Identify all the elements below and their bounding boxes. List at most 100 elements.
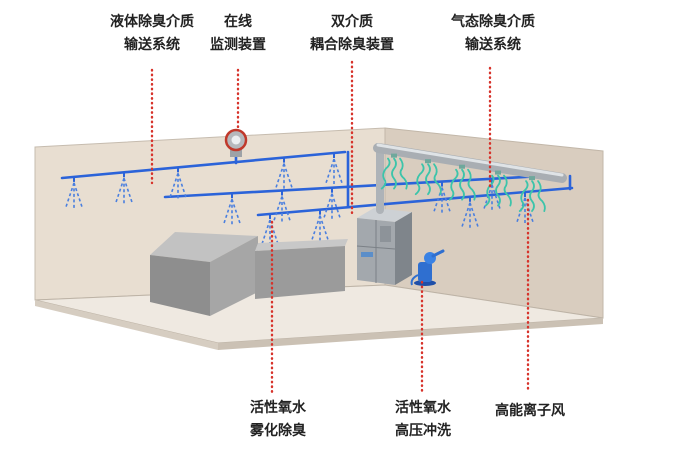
air-outlet: [380, 153, 408, 190]
dual-medium-cabinet: [356, 208, 412, 285]
spray-nozzle: [323, 187, 341, 221]
air-flow-line: [537, 180, 546, 213]
cabinet-display: [361, 252, 373, 257]
air-nozzle: [425, 159, 431, 164]
air-flow-line: [414, 163, 425, 196]
gas-duct: [373, 143, 567, 214]
air-nozzle: [529, 176, 535, 181]
gas-duct-highlight: [376, 143, 564, 177]
label-ion-wind: 高能离子风: [470, 400, 590, 423]
spray-gun: [431, 249, 445, 258]
online-monitor-device: [224, 128, 248, 165]
spray-line: [169, 173, 179, 198]
room: [34, 127, 604, 350]
gauge-face: [231, 135, 241, 145]
spray-nozzle: [115, 172, 133, 206]
label-line: 活性氧水: [250, 400, 306, 416]
air-handling-box: [150, 232, 348, 316]
spray-line: [73, 182, 83, 208]
air-flow-line: [380, 157, 391, 190]
air-flow-line: [399, 157, 408, 190]
spray-nozzles: [65, 153, 534, 247]
air-flow-line: [503, 174, 512, 207]
pump-body: [418, 262, 432, 282]
spray-nozzle: [433, 181, 451, 215]
spray-line: [123, 178, 133, 203]
spray-line: [231, 199, 241, 224]
cabinet-top: [357, 208, 412, 222]
air-flow-line: [448, 168, 459, 201]
label-line: 液体除臭介质: [110, 14, 194, 30]
spray-line: [331, 193, 341, 218]
spray-nozzle: [223, 193, 241, 227]
cabinet-side: [395, 212, 412, 285]
spray-line: [65, 182, 75, 208]
water-pipe-bottom: [256, 186, 574, 217]
spray-line: [273, 196, 283, 221]
spray-nozzle: [461, 196, 479, 230]
box-front: [150, 255, 210, 316]
spray-line: [269, 219, 279, 245]
label-high-pressure-wash: 活性氧水 高压冲洗: [363, 397, 483, 443]
water-pipe-top: [60, 150, 347, 180]
air-flow-line: [433, 163, 442, 196]
air-flow-line: [467, 168, 476, 201]
air-flow-line: [425, 163, 431, 196]
spray-line: [491, 184, 501, 210]
monitor-housing: [230, 148, 242, 157]
label-gas-delivery: 气态除臭介质 输送系统: [433, 11, 553, 57]
label-dual-medium: 双介质 耦合除臭装置: [292, 11, 412, 57]
spray-line: [433, 187, 443, 212]
label-line: 气态除臭介质: [451, 14, 535, 30]
label-online-monitor: 在线 监测装置: [178, 11, 298, 57]
spray-line: [311, 215, 321, 240]
label-line: 在线: [224, 14, 252, 30]
duct-front: [255, 246, 345, 299]
spray-line: [283, 163, 293, 188]
air-flow-line: [495, 174, 501, 207]
spray-line: [261, 219, 271, 245]
air-flow-line: [391, 157, 397, 190]
spray-line: [469, 202, 479, 228]
spray-nozzle: [311, 209, 329, 243]
spray-line: [323, 193, 333, 218]
spray-line: [275, 163, 285, 188]
high-pressure-wash-device: [410, 249, 445, 286]
air-outlet: [484, 170, 512, 207]
spray-line: [333, 158, 343, 184]
label-line: 高压冲洗: [395, 423, 451, 439]
air-flow-line: [459, 168, 465, 201]
duct-top: [255, 239, 348, 251]
label-line: 高能离子风: [495, 403, 565, 419]
spray-nozzle: [275, 157, 293, 191]
spray-line: [441, 187, 451, 212]
spray-line: [177, 173, 187, 198]
ion-air-flows: [380, 153, 546, 213]
air-outlet: [518, 176, 546, 213]
air-nozzle: [459, 164, 465, 169]
spray-line: [115, 178, 125, 203]
air-flow-line: [484, 174, 495, 207]
label-line: 耦合除臭装置: [310, 37, 394, 53]
spray-nozzle: [169, 167, 187, 201]
spray-line: [223, 199, 233, 224]
spray-nozzle: [65, 176, 83, 210]
gas-duct-main: [373, 143, 567, 183]
pump-hose: [410, 274, 419, 286]
floor-edge-left: [35, 300, 218, 350]
label-line: 活性氧水: [395, 400, 451, 416]
label-atomize: 活性氧水 雾化除臭: [218, 397, 338, 443]
liquid-pipe-network: [60, 150, 574, 217]
spray-line: [281, 196, 291, 221]
label-line: 监测装置: [210, 37, 266, 53]
label-line: 雾化除臭: [250, 423, 306, 439]
label-liquid-delivery: 液体除臭介质 输送系统: [92, 11, 212, 57]
label-line: 双介质: [331, 14, 373, 30]
spray-line: [319, 215, 329, 240]
cabinet-vent: [380, 226, 391, 242]
spray-line: [461, 202, 471, 228]
air-outlet: [448, 164, 476, 201]
label-line: 输送系统: [465, 37, 521, 53]
leader-lines: [150, 60, 530, 394]
